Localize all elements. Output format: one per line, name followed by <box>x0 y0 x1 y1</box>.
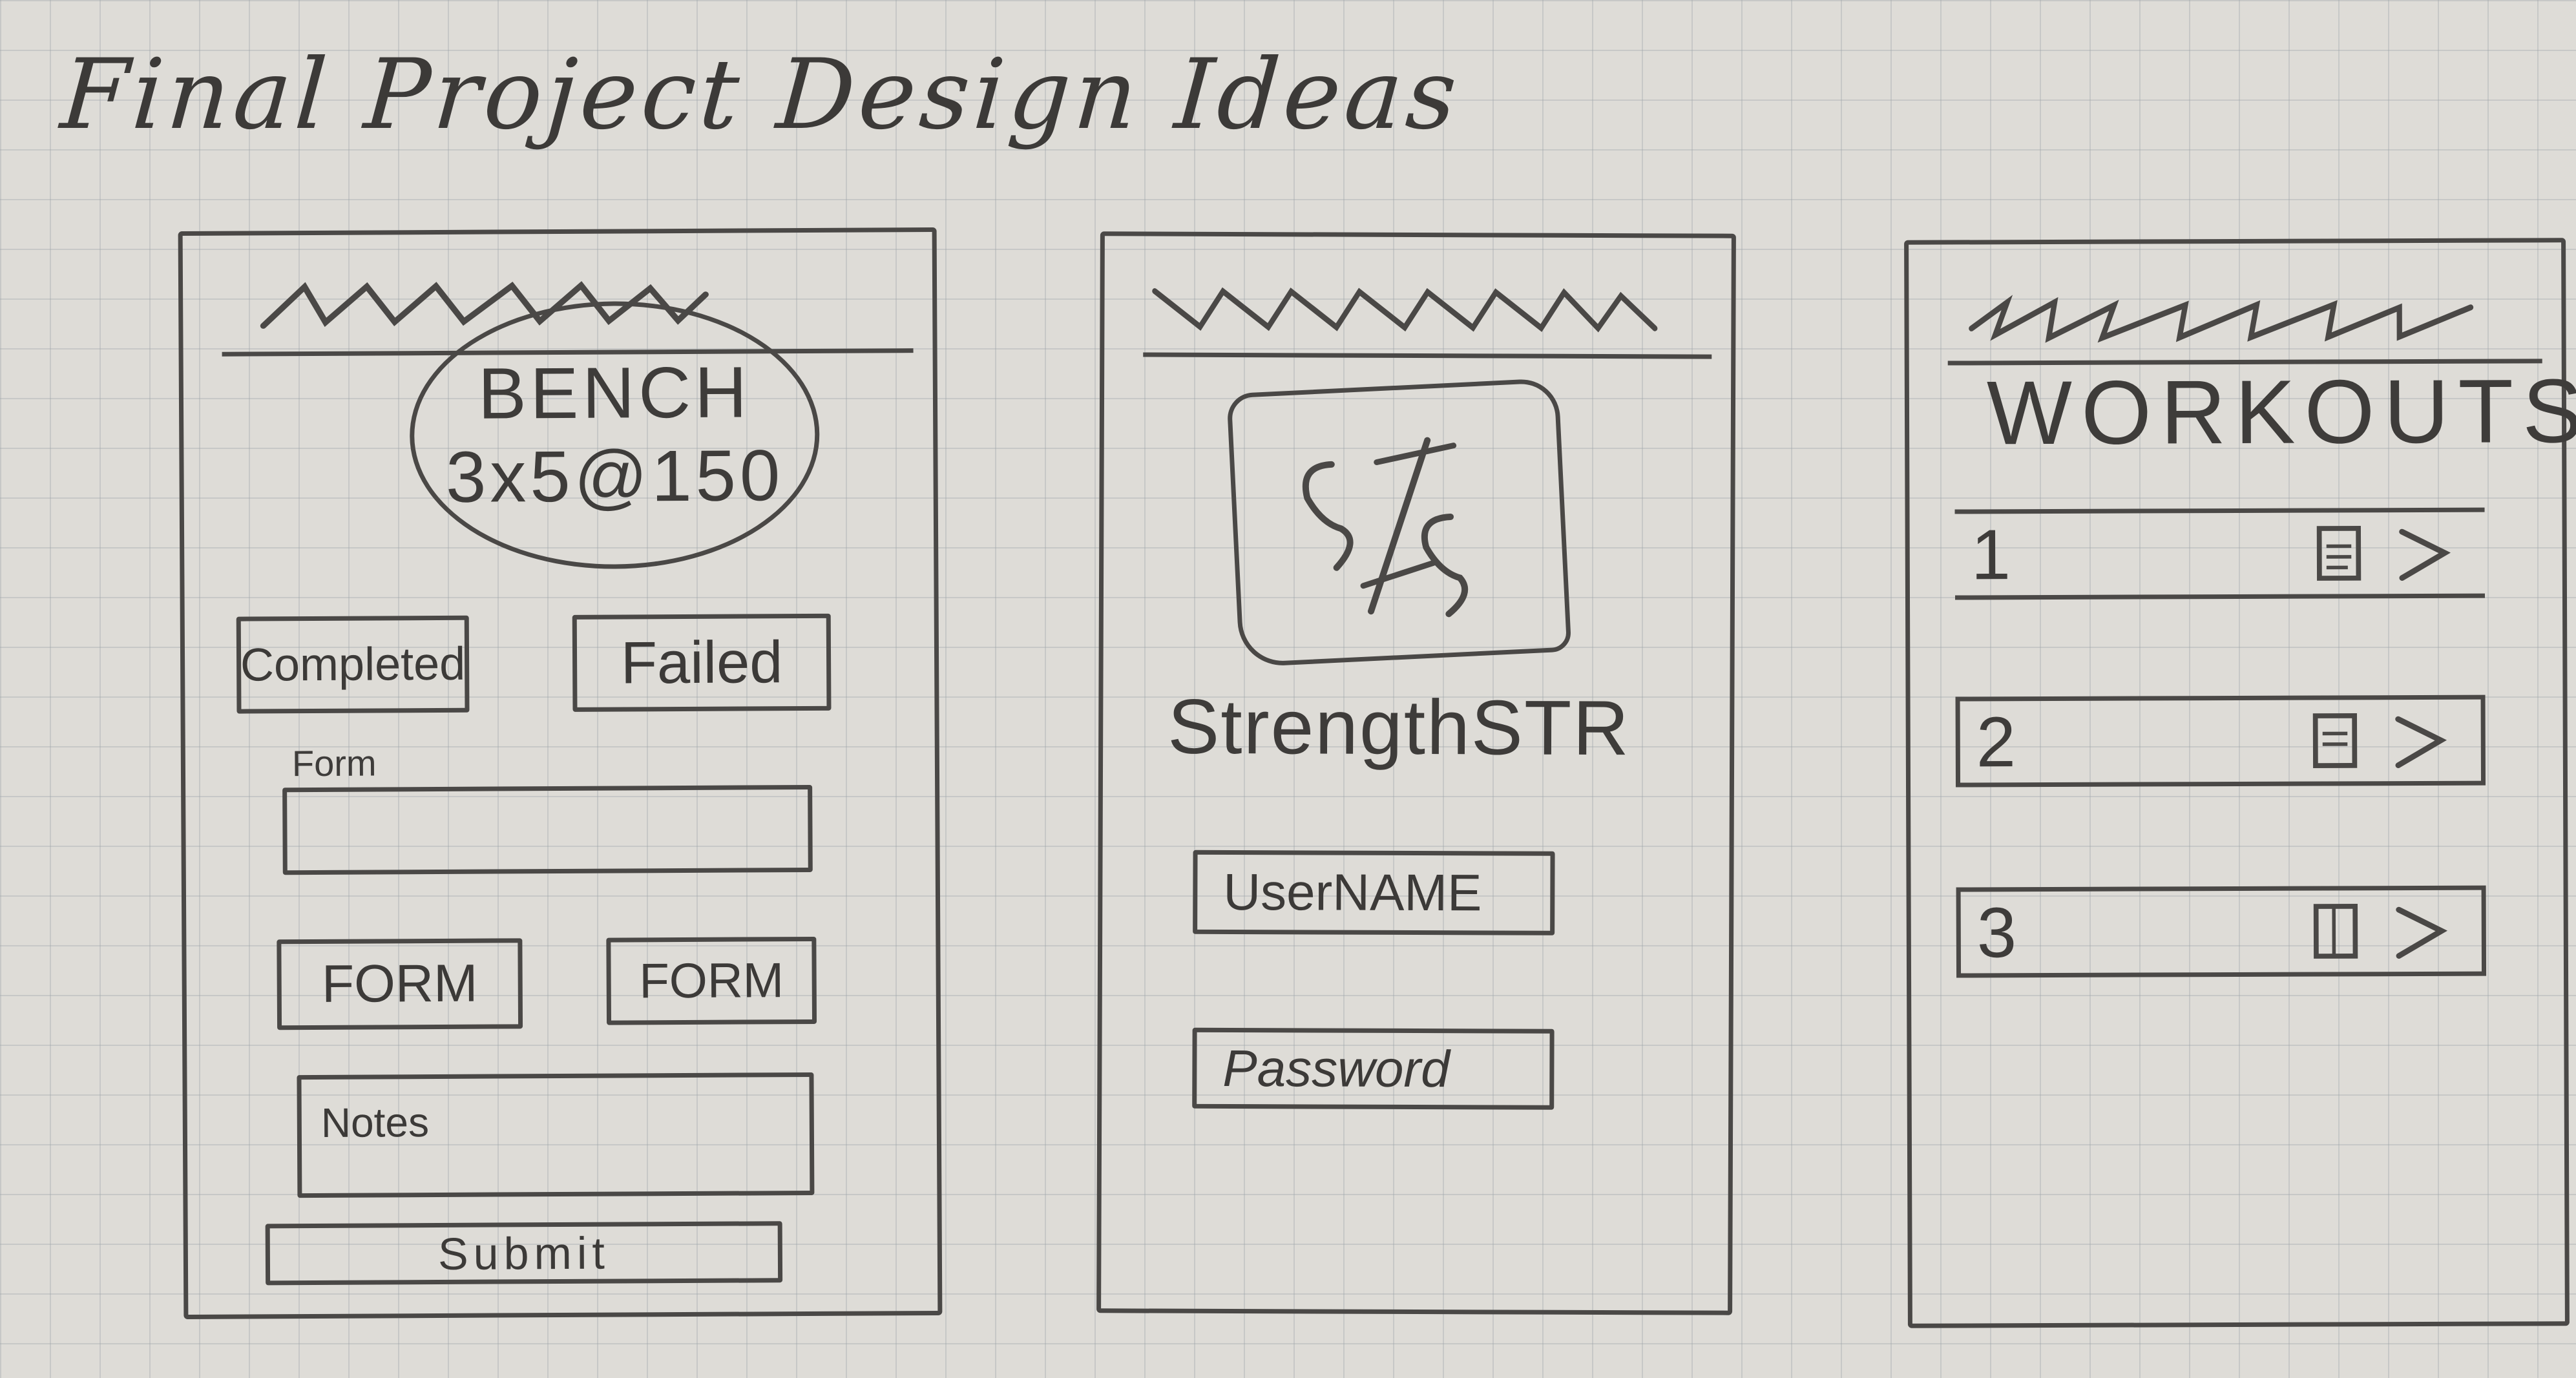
workout-number: 1 <box>1971 514 2011 594</box>
workout-row-2[interactable]: 2 <box>1955 694 2486 788</box>
chevron-right-icon <box>2396 906 2448 959</box>
status-bar-scribble <box>1152 287 1658 333</box>
submit-button[interactable]: Submit <box>265 1221 783 1286</box>
status-bar <box>221 264 914 357</box>
username-input[interactable]: UserNAME <box>1193 850 1555 935</box>
failed-button[interactable]: Failed <box>572 613 832 712</box>
exercise-name: BENCH <box>477 351 751 434</box>
login-screen: StrengthSTR UserNAME Password <box>1096 231 1736 1315</box>
form-field[interactable] <box>282 784 813 875</box>
form-field-left[interactable]: FORM <box>277 938 523 1030</box>
app-name: StrengthSTR <box>1168 683 1631 772</box>
status-bar <box>1143 268 1712 359</box>
status-bar-scribble <box>1969 295 2474 343</box>
workout-row-3[interactable]: 3 <box>1956 885 2487 978</box>
app-logo <box>1226 377 1572 668</box>
workouts-title: WORKOUTS <box>1986 360 2576 464</box>
exercise-sets-reps: 3x5@150 <box>445 435 784 517</box>
chevron-right-icon <box>2399 528 2451 581</box>
chevron-right-icon <box>2395 716 2447 769</box>
workout-number: 2 <box>1976 702 2016 782</box>
workout-row-1[interactable]: 1 <box>1954 507 2486 600</box>
form-label: Form <box>291 742 377 784</box>
password-input[interactable]: Password <box>1192 1027 1555 1110</box>
form-field-right[interactable]: FORM <box>606 936 817 1025</box>
document-icon <box>2312 713 2358 768</box>
document-icon <box>2316 525 2361 581</box>
notes-field[interactable]: Notes <box>297 1072 815 1198</box>
workout-entry-screen: BENCH 3x5@150 Completed Failed Form FORM… <box>178 227 943 1320</box>
workouts-list-screen: WORKOUTS 1 2 3 <box>1904 238 2576 1328</box>
exercise-summary-bubble: BENCH 3x5@150 <box>409 300 821 570</box>
completed-button[interactable]: Completed <box>236 615 470 714</box>
page-title: Final Project Design Ideas <box>57 39 1464 151</box>
status-bar <box>1947 275 2542 366</box>
logo-mark <box>1302 437 1469 618</box>
workout-number: 3 <box>1976 892 2017 972</box>
status-bar-scribble <box>260 281 709 329</box>
document-icon <box>2313 903 2358 959</box>
